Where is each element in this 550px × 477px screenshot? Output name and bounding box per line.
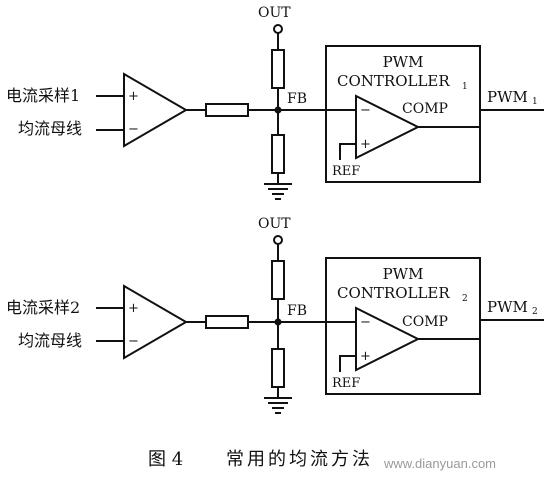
top-pwm-controller-box (325, 45, 481, 183)
top-out-label: OUT (258, 5, 291, 21)
figure-title: 常用的均流方法 (226, 449, 373, 470)
bottom-pwm-output-label: PWM (487, 298, 528, 316)
bottom-comp-plus: + (360, 349, 371, 364)
bottom-pwm-controller-box (325, 257, 481, 395)
bottom-controller-subscript: 2 (462, 294, 468, 304)
top-controller-title-2: CONTROLLER (337, 72, 450, 90)
top-controller-subscript: 1 (462, 82, 468, 92)
bottom-ref-label: REF (332, 376, 360, 391)
bottom-circuit: 电流采样2 均流母线 + − OUT FB PWM CONTROLLER 2 −… (6, 216, 544, 414)
top-pwm-output-subscript: 1 (532, 97, 538, 107)
top-opamp-minus: − (128, 122, 139, 137)
figure-number: 图 4 (148, 449, 183, 470)
top-series-resistor (205, 103, 249, 117)
top-out-terminal (273, 24, 283, 34)
top-comp-minus: − (360, 103, 371, 118)
top-comp-label: COMP (402, 101, 448, 117)
bottom-series-resistor (205, 315, 249, 329)
top-circuit: 电流采样1 均流母线 + − OUT FB PWM (6, 5, 544, 200)
bottom-current-sample-label: 电流采样2 (6, 298, 80, 317)
top-ground-icon (264, 183, 292, 200)
top-pwm-output-label: PWM (487, 88, 528, 106)
top-opamp (123, 72, 188, 148)
top-ref-label: REF (332, 164, 360, 179)
bottom-controller-title-2: CONTROLLER (337, 284, 450, 302)
top-comparator (355, 94, 421, 160)
bottom-opamp (123, 284, 188, 360)
watermark: www.dianyuan.com (383, 456, 496, 471)
bottom-opamp-plus: + (128, 301, 139, 316)
top-ref-wire (339, 143, 356, 160)
bottom-controller-title-1: PWM (383, 265, 424, 283)
bottom-share-bus-label: 均流母线 (18, 331, 82, 350)
bottom-comp-minus: − (360, 315, 371, 330)
top-divider-lower-resistor (271, 134, 285, 174)
top-share-bus-label: 均流母线 (18, 119, 82, 138)
top-divider-upper-resistor (271, 49, 285, 89)
bottom-fb-label: FB (287, 303, 307, 319)
top-current-sample-label: 电流采样1 (6, 86, 80, 105)
bottom-out-terminal (273, 235, 283, 245)
top-opamp-plus: + (128, 89, 139, 104)
top-comp-plus: + (360, 137, 371, 152)
bottom-comparator (355, 306, 421, 372)
bottom-divider-lower-resistor (271, 348, 285, 388)
bottom-ground-icon (264, 397, 292, 414)
bottom-opamp-minus: − (128, 334, 139, 349)
top-fb-label: FB (287, 91, 307, 107)
top-controller-title-1: PWM (383, 53, 424, 71)
bottom-comp-label: COMP (402, 314, 448, 330)
bottom-ref-wire (339, 355, 356, 372)
bottom-pwm-output-subscript: 2 (532, 307, 538, 317)
bottom-divider-upper-resistor (271, 260, 285, 300)
bottom-out-label: OUT (258, 216, 291, 232)
